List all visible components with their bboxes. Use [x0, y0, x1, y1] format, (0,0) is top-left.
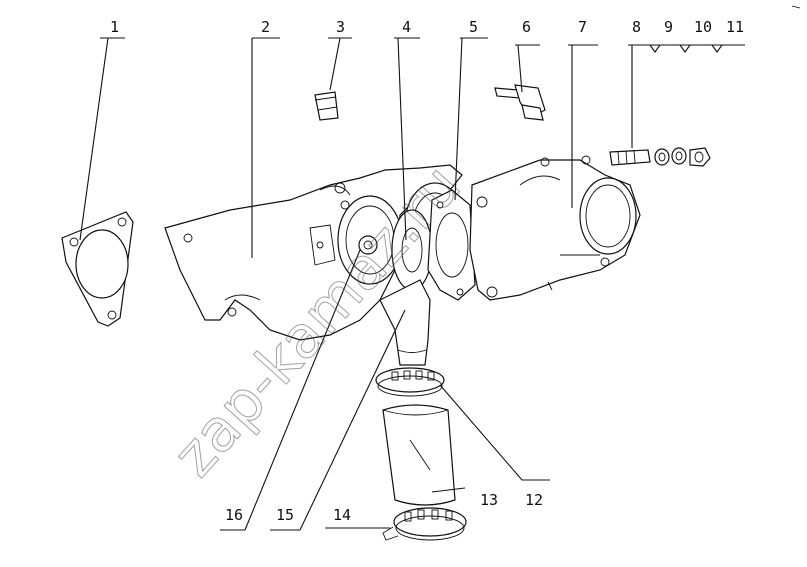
- callout-3: 3: [336, 18, 345, 36]
- fitting-part-6: [494, 84, 546, 121]
- flap-part-4: [358, 209, 433, 291]
- washer-part-10: [671, 147, 687, 165]
- clamp-part-14: [382, 507, 467, 541]
- leader-lines: [79, 37, 745, 531]
- nut-part-3: [314, 91, 339, 121]
- callout-2: 2: [261, 18, 270, 36]
- clamp-part-12: [375, 367, 445, 397]
- callout-12: 12: [525, 491, 543, 509]
- stray-mark: [791, 5, 801, 9]
- valve-housing-part-7: [469, 155, 641, 301]
- callout-16: 16: [225, 506, 243, 524]
- callout-7: 7: [578, 18, 587, 36]
- callout-5: 5: [469, 18, 478, 36]
- nut-part-11: [689, 147, 711, 167]
- callout-8: 8: [632, 18, 641, 36]
- gasket-part-1: [61, 211, 134, 327]
- callout-15: 15: [276, 506, 294, 524]
- callout-13: 13: [480, 491, 498, 509]
- callout-14: 14: [333, 506, 351, 524]
- callout-4: 4: [402, 18, 411, 36]
- callout-10: 10: [694, 18, 712, 36]
- manifold-downpipe: [379, 279, 431, 366]
- bolt-part-8: [609, 149, 651, 166]
- gasket-part-5: [427, 189, 476, 301]
- callout-11: 11: [726, 18, 744, 36]
- washer-part-9: [654, 148, 670, 166]
- callout-6: 6: [522, 18, 531, 36]
- callout-labels: 1 2 3 4 5 6 7 8 9 10 11 12 13 14 15 16: [110, 18, 744, 524]
- hose-part-13: [382, 404, 456, 506]
- callout-1: 1: [110, 18, 119, 36]
- callout-9: 9: [664, 18, 673, 36]
